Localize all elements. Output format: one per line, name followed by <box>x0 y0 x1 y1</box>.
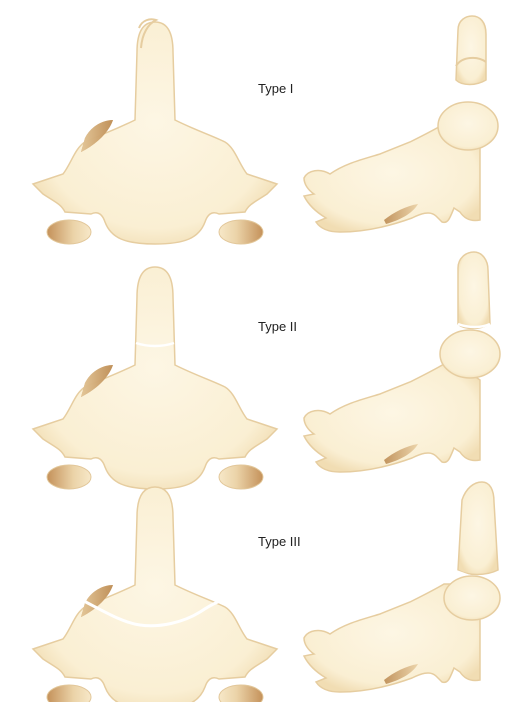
type-1-label: Type I <box>258 81 293 96</box>
type-1-lateral-view <box>304 16 498 232</box>
type-2-label: Type II <box>258 319 297 334</box>
type-3-anterior-view <box>33 487 277 702</box>
type-2-anterior-view <box>33 267 277 489</box>
type-1-anterior-view <box>33 19 277 244</box>
type-3-lateral-view <box>304 482 500 692</box>
type-3-label: Type III <box>258 534 301 549</box>
type-2-lateral-view <box>304 252 500 472</box>
